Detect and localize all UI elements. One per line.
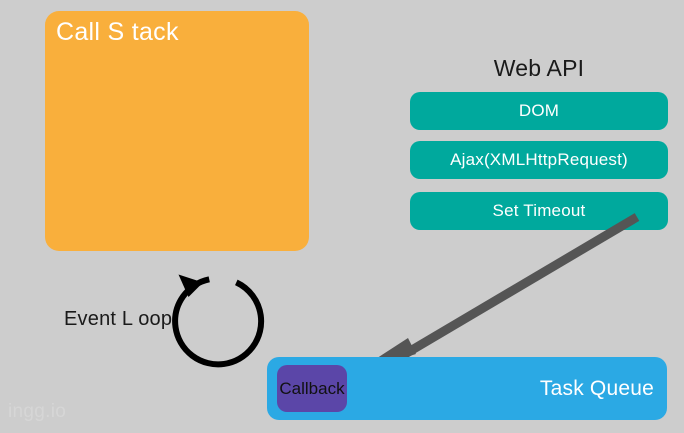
event-loop-label: Event L oop xyxy=(64,308,173,330)
callback-box: Callback xyxy=(277,365,347,412)
web-api-item-dom: DOM xyxy=(410,92,668,130)
task-queue-label: Task Queue xyxy=(539,376,654,400)
call-stack-label: Call S tack xyxy=(56,18,179,46)
web-api-title: Web API xyxy=(493,55,585,81)
call-stack-box: Call S tack xyxy=(45,11,309,251)
watermark: ingg.io xyxy=(8,401,67,422)
settimeout-to-callback-arrow xyxy=(354,213,640,373)
web-api-item-ajax: Ajax(XMLHttpRequest) xyxy=(410,141,668,179)
web-api-item-settimeout: Set Timeout xyxy=(410,192,668,230)
event-loop-circular-arrow-icon xyxy=(172,274,265,368)
task-queue-box: Callback Task Queue xyxy=(267,357,667,420)
